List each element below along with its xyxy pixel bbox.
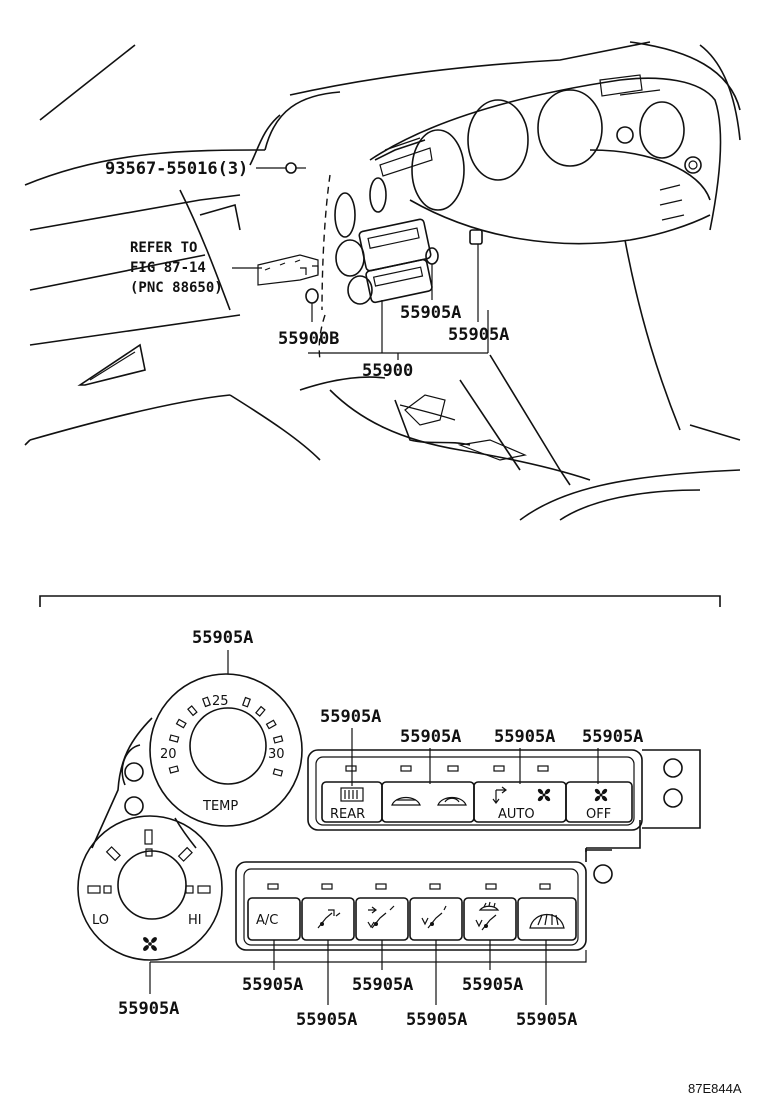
face-vent-icon (317, 909, 341, 929)
ac-button[interactable]: A/C (247, 897, 301, 941)
figure-code: 87E844A (688, 1081, 742, 1096)
ac-button-label: A/C (256, 913, 278, 928)
screw-part-label: 93567-55016(3) (105, 159, 248, 179)
foot-part-label: 55905A (406, 1010, 467, 1030)
rear-button-label: REAR (330, 807, 365, 822)
auto-button-label: AUTO (498, 807, 535, 822)
refer-to-label: REFER TO (130, 240, 197, 256)
temp-label: TEMP (202, 799, 238, 814)
temp-scale-25: 25 (212, 694, 229, 709)
off-button-label: OFF (586, 807, 611, 822)
intake-button-part-label: 55905A (400, 727, 461, 747)
climate-unit-illustration (257, 218, 483, 305)
refer-fig-label: FIG 87-14 (130, 260, 206, 276)
fan-dial-part-label: 55905A (118, 999, 179, 1019)
defroster-part-label: 55905A (516, 1010, 577, 1030)
fresh-air-icon (391, 796, 421, 806)
foot-button[interactable] (409, 897, 463, 941)
section-divider (39, 595, 721, 607)
bilevel-part-label: 55905A (352, 975, 413, 995)
temp-dial-tick-marks (168, 696, 284, 777)
screw-icon (285, 162, 306, 174)
fan-icon (537, 788, 551, 802)
refer-pnc-label: (PNC 88650) (130, 280, 223, 296)
lower-button-strip: A/C (235, 820, 641, 951)
upper-button-strip: REAR (307, 749, 701, 831)
part-55905a-upper-label-1: 55905A (400, 303, 461, 323)
temp-scale-20: 20 (160, 747, 177, 762)
part-55905a-upper-label-2: 55905A (448, 325, 509, 345)
air-intake-button[interactable] (381, 781, 475, 823)
ac-button-part-label: 55905A (242, 975, 303, 995)
temp-scale-30: 30 (268, 747, 285, 762)
rear-defogger-icon (340, 787, 364, 802)
upper-callouts: 93567-55016(3) REFER TO FIG 87-14 (PNC 8… (105, 159, 509, 381)
fan-icon (594, 788, 608, 802)
rear-button-part-label: 55905A (320, 707, 381, 727)
foot-icon (421, 905, 447, 929)
control-panel-detail: 25 20 30 TEMP LO HI (77, 673, 701, 963)
foot-defrost-icon (475, 901, 500, 931)
rear-defogger-button[interactable]: REAR (321, 781, 383, 823)
fan-dial[interactable]: LO HI (77, 815, 223, 961)
face-vent-part-label: 55905A (296, 1010, 357, 1030)
fan-hi-label: HI (188, 913, 202, 928)
off-button[interactable]: OFF (565, 781, 633, 823)
auto-button-part-label: 55905A (494, 727, 555, 747)
auto-button[interactable]: AUTO (473, 781, 567, 823)
bilevel-button[interactable] (355, 897, 409, 941)
defroster-button[interactable] (517, 897, 577, 941)
defroster-icon (529, 913, 565, 929)
part-55900b-label: 55900B (278, 329, 339, 349)
temp-dial-part-label: 55905A (192, 628, 253, 648)
foot-defrost-part-label: 55905A (462, 975, 523, 995)
auto-mode-icon (492, 786, 507, 804)
dashboard-illustration (24, 41, 741, 521)
off-button-part-label: 55905A (582, 727, 643, 747)
bilevel-icon (367, 905, 395, 929)
part-55900-label: 55900 (362, 361, 413, 381)
lower-callouts: 55905A 55905A 55905A 55905A 55905A 55905… (118, 628, 643, 1030)
fan-lo-label: LO (92, 913, 109, 928)
recirculate-icon (437, 796, 467, 806)
temp-dial[interactable]: 25 20 30 TEMP (149, 673, 303, 827)
fan-icon (143, 937, 157, 951)
face-vent-button[interactable] (301, 897, 355, 941)
foot-defrost-button[interactable] (463, 897, 517, 941)
